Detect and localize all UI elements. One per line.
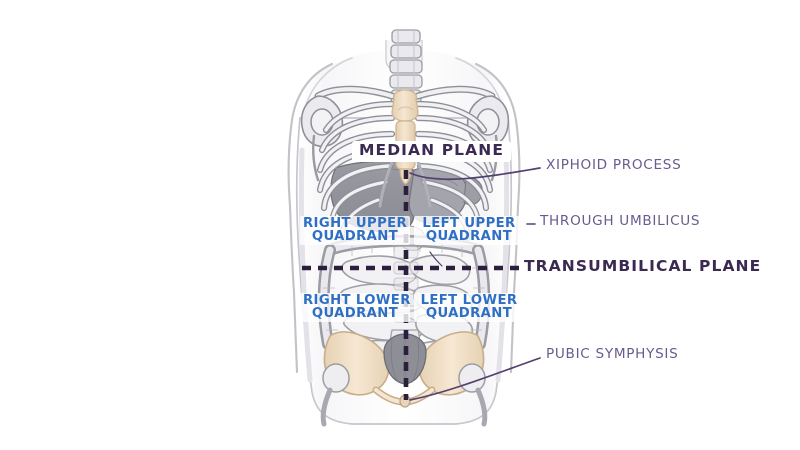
callout-label-pubic-symphysis: PUBIC SYMPHYSIS bbox=[546, 346, 679, 362]
quadrant-label-right-upper: RIGHT UPPER QUADRANT bbox=[300, 216, 410, 245]
quadrant-right-lower-line1: RIGHT LOWER bbox=[303, 293, 411, 308]
quadrant-right-upper-line1: RIGHT UPPER bbox=[303, 216, 408, 231]
median-plane-label: MEDIAN PLANE bbox=[352, 141, 512, 162]
urinary-bladder bbox=[383, 333, 427, 385]
quadrant-right-upper-line2: QUADRANT bbox=[311, 229, 399, 245]
quadrant-left-lower-line1: LEFT LOWER bbox=[420, 293, 518, 308]
quadrant-label-left-upper: LEFT UPPER QUADRANT bbox=[414, 216, 524, 245]
quadrant-label-right-lower: RIGHT LOWER QUADRANT bbox=[300, 293, 410, 322]
quadrant-right-lower-line2: QUADRANT bbox=[311, 306, 399, 322]
shoulder-girdle bbox=[300, 85, 510, 182]
callout-label-xiphoid-process: XIPHOID PROCESS bbox=[546, 157, 682, 173]
quadrant-left-lower-line2: QUADRANT bbox=[425, 306, 513, 322]
quadrant-left-upper-line2: QUADRANT bbox=[425, 229, 513, 245]
luq-pointer-leader bbox=[429, 251, 443, 267]
quadrant-left-upper-line1: LEFT UPPER bbox=[422, 216, 516, 231]
pubic-symphysis-leader bbox=[409, 357, 541, 401]
transumbilical-plane-label: TRANSUMBILICAL PLANE bbox=[524, 257, 762, 275]
callout-label-through-umbilicus: THROUGH UMBILICUS bbox=[540, 213, 701, 229]
quadrant-label-left-lower: LEFT LOWER QUADRANT bbox=[414, 293, 524, 322]
xiphoid-process-leader bbox=[409, 167, 541, 181]
